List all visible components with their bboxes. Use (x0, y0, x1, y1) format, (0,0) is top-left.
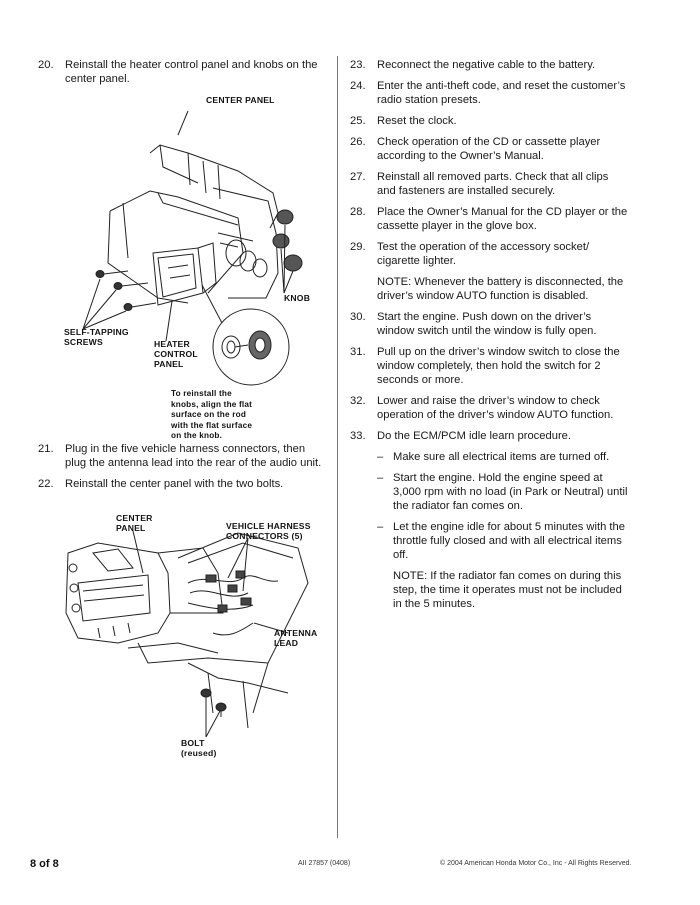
step-22: 22. Reinstall the center panel with the … (38, 478, 284, 490)
right-column: 23.Reconnect the negative cable to the b… (350, 58, 630, 611)
center-panel-label: CENTER PANEL (206, 95, 275, 105)
step-27: 27.Reinstall all removed parts. Check th… (350, 171, 609, 197)
note-battery: NOTE: Whenever the battery is disconnect… (377, 276, 624, 302)
step-25: 25.Reset the clock. (350, 115, 457, 127)
heater-panel-illustration (38, 93, 328, 409)
step-29: 29.Test the operation of the accessory s… (350, 241, 590, 267)
step-24: 24.Enter the anti-theft code, and reset … (350, 80, 626, 106)
page-number: 8 of 8 (30, 858, 59, 870)
heater-panel-figure: CENTER PANEL KNOB SELF-TAPPING SCREWS HE… (38, 93, 328, 440)
step-32: 32.Lower and raise the driver’s window t… (350, 395, 614, 421)
step-20: 20. Reinstall the heater control panel a… (38, 59, 318, 85)
self-tapping-screws-label: SELF-TAPPING SCREWS (64, 327, 129, 347)
center-panel-label-2: CENTER PANEL (116, 513, 153, 533)
copyright: © 2004 American Honda Motor Co., Inc - A… (440, 860, 632, 867)
step-33: 33.Do the ECM/PCM idle learn procedure. (350, 430, 572, 442)
center-panel-illustration (38, 513, 328, 803)
substep-1: –Make sure all electrical items are turn… (377, 451, 610, 463)
step-30: 30.Start the engine. Push down on the dr… (350, 311, 597, 337)
step-31: 31.Pull up on the driver’s window switch… (350, 346, 620, 386)
part-number: AII 27857 (0408) (298, 860, 351, 867)
step-28: 28.Place the Owner’s Manual for the CD p… (350, 206, 628, 232)
heater-control-panel-label: HEATER CONTROL PANEL (154, 339, 198, 369)
left-column: 20. Reinstall the heater control panel a… (38, 58, 328, 803)
substep-3: –Let the engine idle for about 5 minutes… (377, 521, 625, 561)
antenna-lead-label: ANTENNA LEAD (274, 628, 318, 648)
center-panel-figure: CENTER PANEL VEHICLE HARNESS CONNECTORS … (38, 513, 328, 803)
bolt-label: BOLT (reused) (181, 738, 217, 758)
step-23: 23.Reconnect the negative cable to the b… (350, 59, 596, 71)
vehicle-harness-connectors-label: VEHICLE HARNESS CONNECTORS (5) (226, 521, 311, 541)
step-21: 21. Plug in the five vehicle harness con… (38, 443, 322, 469)
knob-alignment-note: To reinstall the knobs, align the flat s… (171, 389, 253, 440)
note-radiator-fan: NOTE: If the radiator fan comes on durin… (393, 570, 622, 610)
step-26: 26.Check operation of the CD or cassette… (350, 136, 601, 162)
knob-label: KNOB (284, 293, 311, 303)
column-divider (337, 56, 338, 838)
substep-2: –Start the engine. Hold the engine speed… (377, 472, 628, 512)
